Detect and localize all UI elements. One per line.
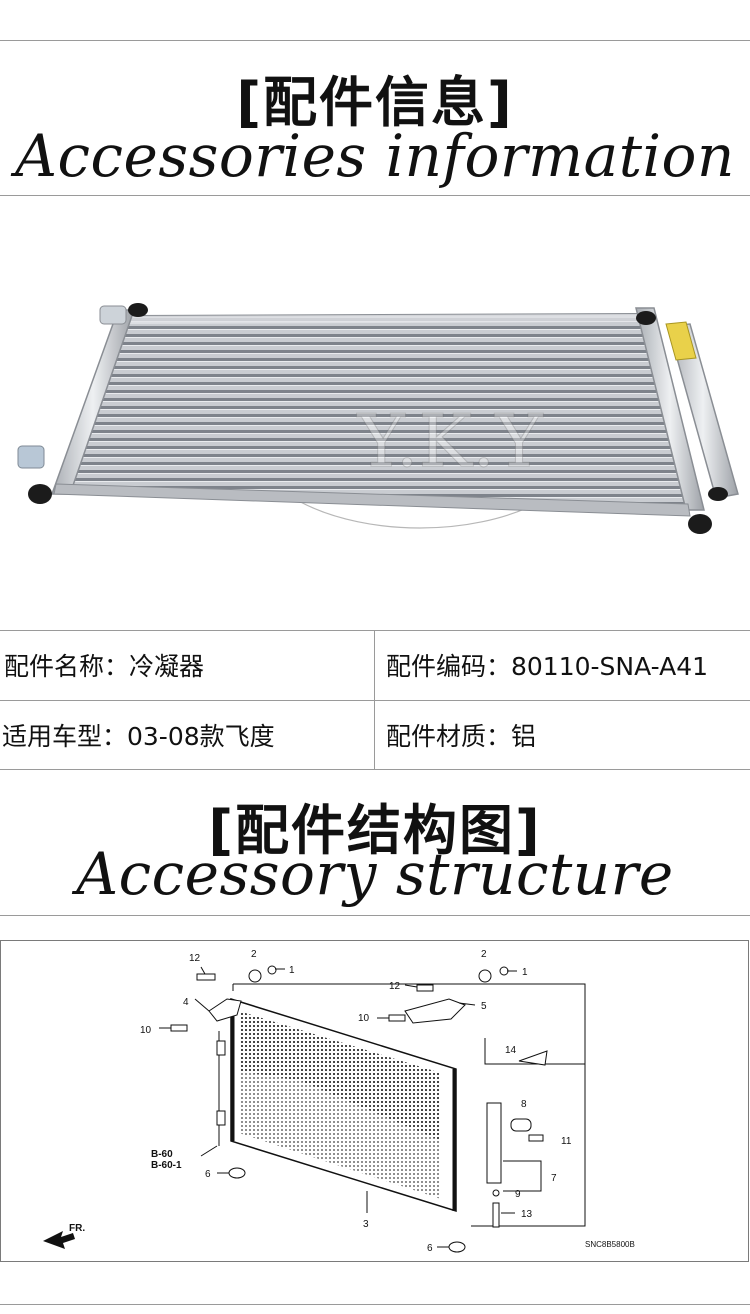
bottom-divider	[0, 1304, 750, 1305]
dryer-bracket-8	[510, 1118, 532, 1132]
ref-label-2: B-60-1	[151, 1160, 182, 1171]
right-tank	[635, 307, 705, 511]
product-photo: Y.K.Y	[17, 303, 739, 534]
pipe-fitting	[17, 445, 45, 469]
callout-box	[233, 983, 586, 1227]
callout-2b: 2	[481, 949, 487, 960]
top-divider	[0, 40, 750, 41]
table-mid-border	[0, 700, 750, 701]
vehicle-model-cell: 适用车型：03-08款飞度	[2, 722, 275, 751]
callout-12a: 12	[189, 953, 201, 964]
nut-1a	[267, 965, 277, 975]
bolt-10a	[170, 1024, 188, 1032]
structure-title-cn: [配件结构图]	[208, 799, 542, 862]
diagram-code: SNC8B5800B	[585, 1240, 635, 1249]
callout-3: 3	[363, 1219, 369, 1230]
callout-13: 13	[521, 1209, 533, 1220]
part-name-cell: 配件名称：冷凝器	[4, 652, 205, 681]
mount-top-left	[128, 303, 148, 317]
header-divider	[0, 195, 750, 196]
callout-1b: 1	[522, 967, 528, 978]
section-title-cn: [配件信息]	[236, 71, 514, 134]
bolt-11	[528, 1134, 544, 1142]
bolt-12a	[196, 973, 216, 981]
cushion-6b	[448, 1241, 466, 1253]
ref-label-1: B-60	[151, 1149, 173, 1160]
callout-10a: 10	[140, 1025, 152, 1036]
callout-9: 9	[515, 1189, 521, 1200]
callout-5: 5	[481, 1001, 487, 1012]
mount-top-right	[636, 311, 656, 325]
callout-4: 4	[183, 997, 189, 1008]
plug-13	[492, 1202, 500, 1228]
part-material-cell: 配件材质：铝	[386, 722, 537, 751]
nut-1b	[499, 966, 509, 976]
clip-14	[518, 1050, 548, 1066]
front-arrow-icon	[43, 1231, 75, 1249]
table-top-border	[0, 630, 750, 631]
nut-2b	[478, 969, 492, 983]
bolt-10b	[388, 1014, 406, 1022]
callout-10b: 10	[358, 1013, 370, 1024]
bracket-4	[208, 998, 242, 1022]
watermark-text: Y.K.Y	[356, 399, 544, 483]
mount-bottom-left	[28, 484, 52, 504]
table-column-divider	[374, 630, 375, 770]
callout-1a: 1	[289, 965, 295, 976]
front-label: FR.	[69, 1223, 85, 1234]
table-bottom-border	[0, 769, 750, 770]
nut-2a	[248, 969, 262, 983]
callout-7: 7	[551, 1173, 557, 1184]
callout-8: 8	[521, 1099, 527, 1110]
cushion-6a	[228, 1167, 246, 1179]
part-code-cell: 配件编码：80110-SNA-A41	[386, 652, 709, 681]
structure-divider	[0, 915, 750, 916]
callout-6b: 6	[427, 1243, 433, 1254]
callout-14: 14	[505, 1045, 517, 1056]
bracket-5	[404, 998, 466, 1024]
callout-2a: 2	[251, 949, 257, 960]
parts-diagram-frame: 12 2 1 4 10 12 2 1 5 10 14 8 11 7 9 13 6…	[0, 940, 749, 1262]
callout-12b: 12	[389, 981, 401, 992]
mount-bottom-right	[688, 514, 712, 534]
section-title-en: Accessories information	[15, 122, 735, 190]
o-ring-9	[492, 1189, 500, 1197]
callout-11: 11	[561, 1136, 572, 1147]
bolt-12b	[416, 984, 434, 992]
callout-6a: 6	[205, 1169, 211, 1180]
structure-title-en: Accessory structure	[76, 840, 674, 908]
parts-diagram: 12 2 1 4 10 12 2 1 5 10 14 8 11 7 9 13 6…	[43, 949, 635, 1254]
diagram-dryer	[486, 1102, 502, 1184]
dryer-label	[665, 321, 697, 361]
